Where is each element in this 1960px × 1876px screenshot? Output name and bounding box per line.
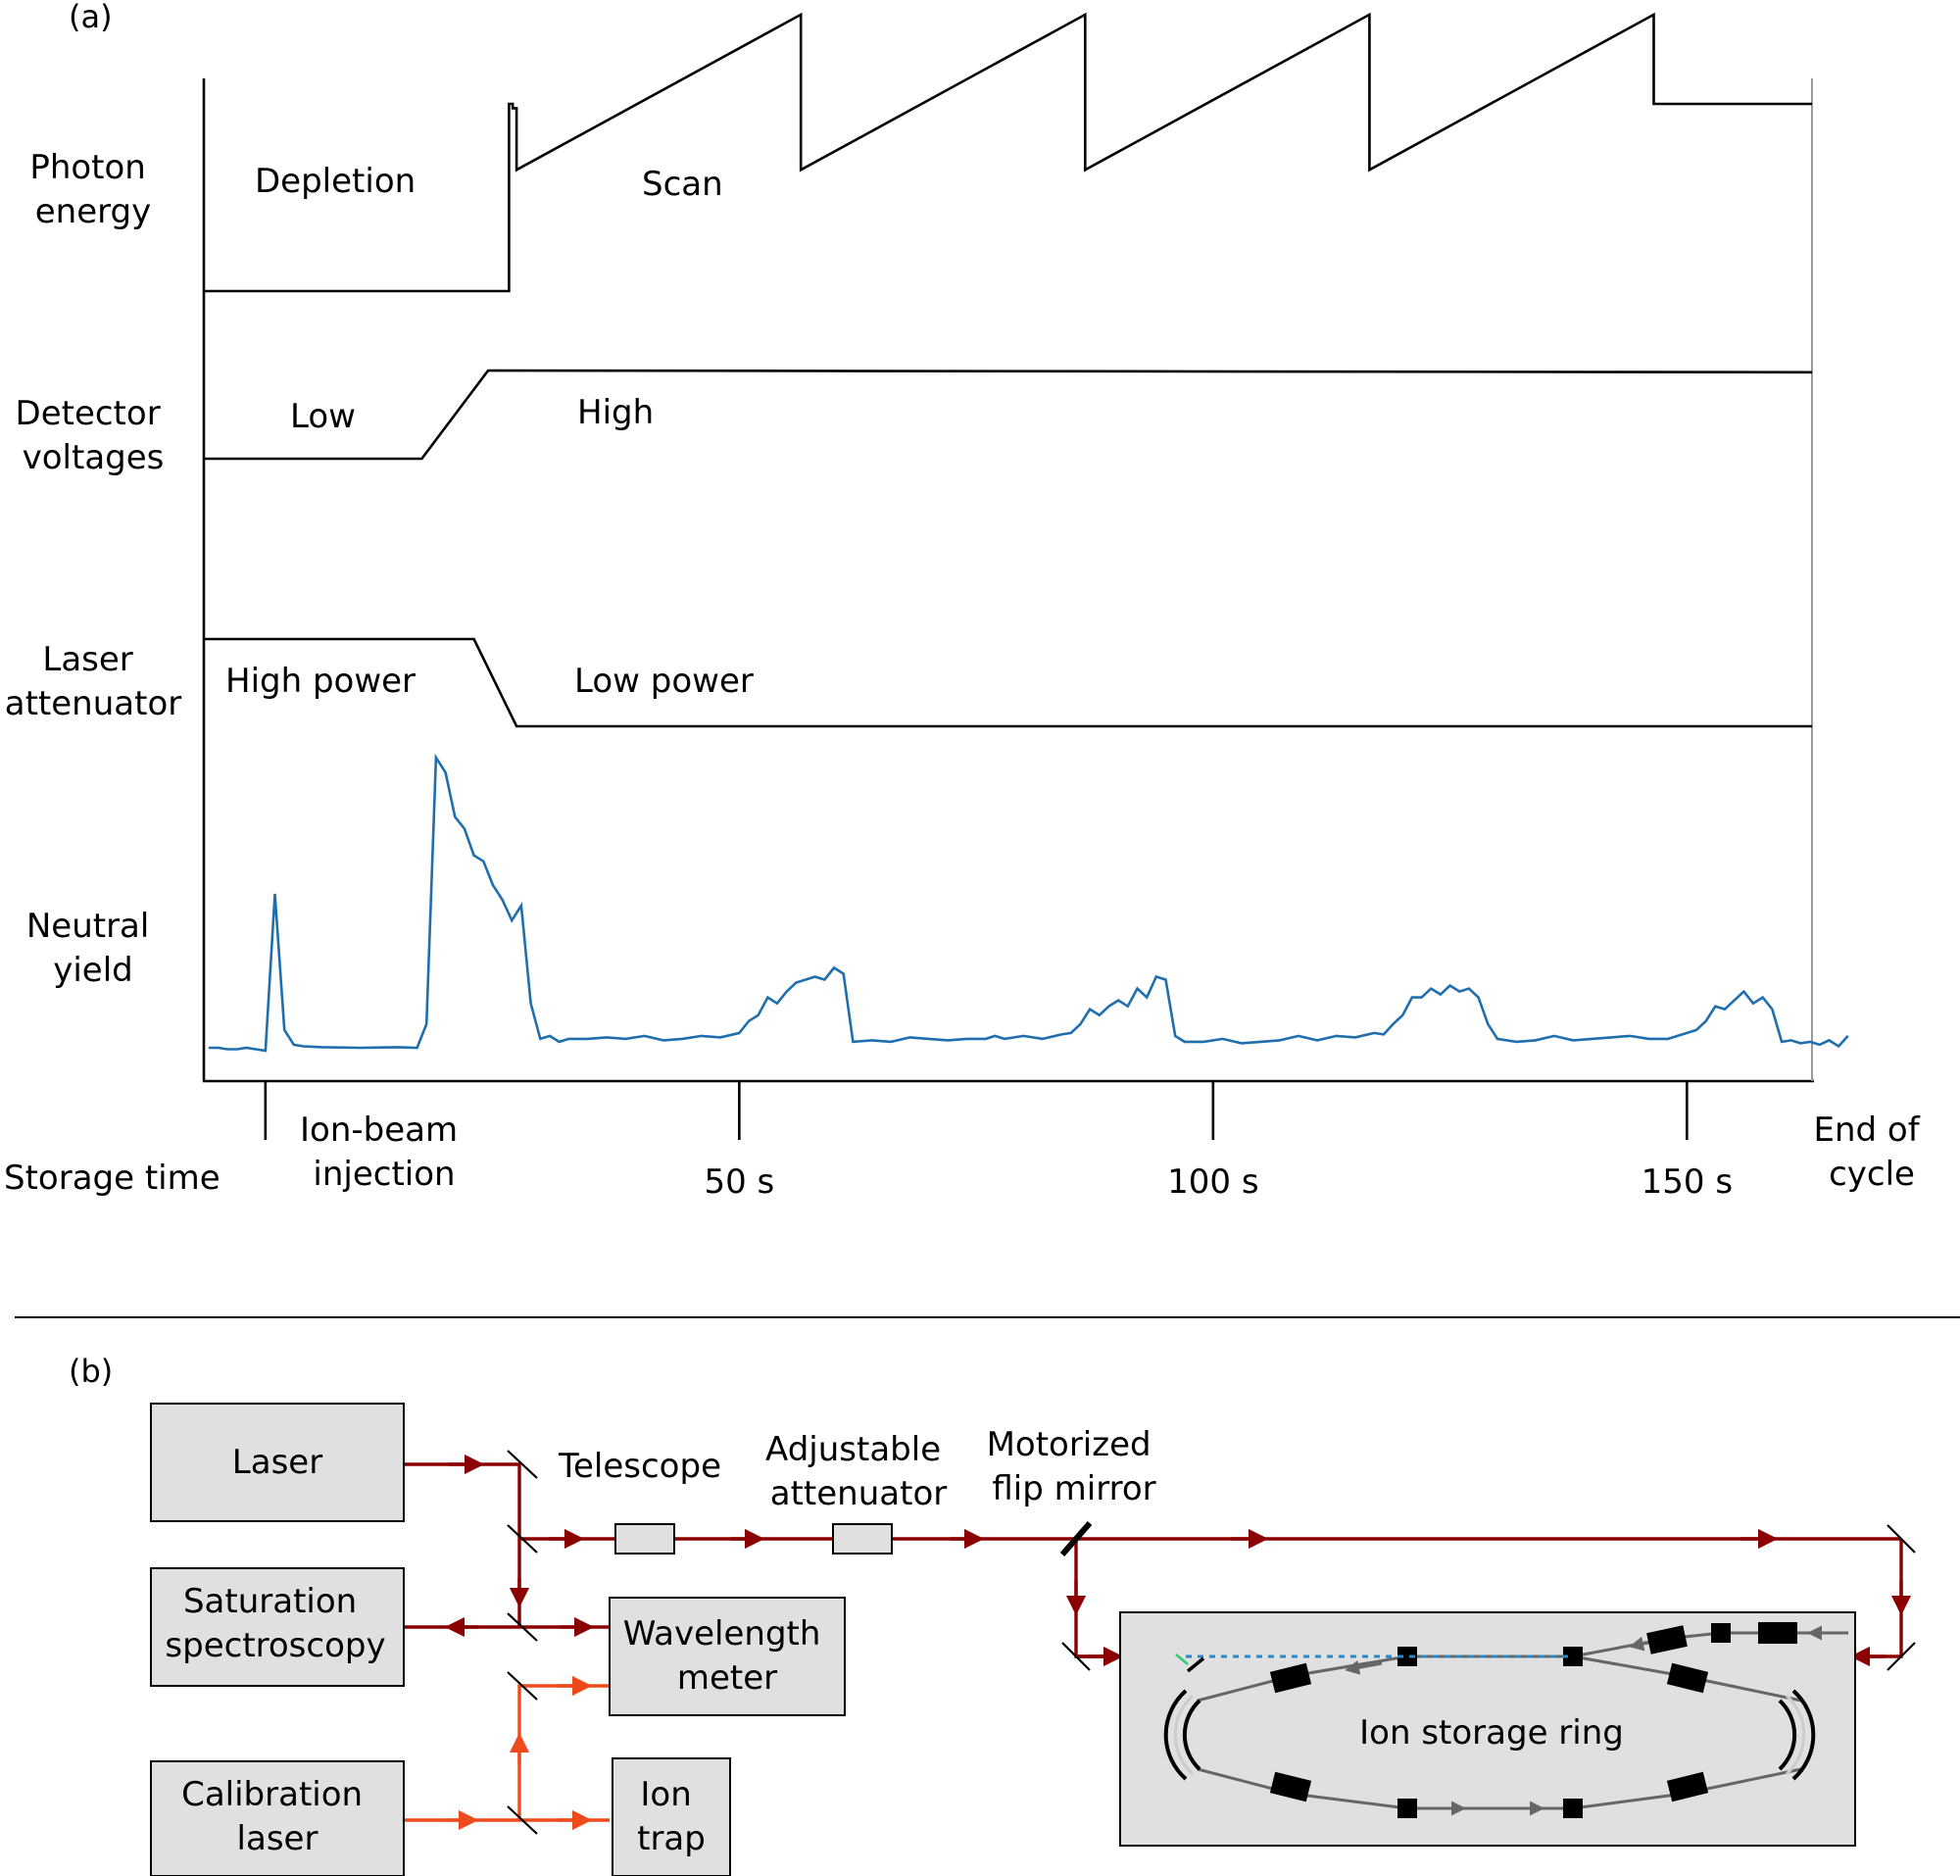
quad-top-left — [1269, 1662, 1312, 1694]
photon-energy-trace — [204, 12, 1812, 293]
mirror-left-bottom — [1061, 1642, 1091, 1671]
depletion-label: Depletion — [255, 162, 416, 201]
laser-attenuator-trace — [204, 637, 1812, 728]
detector-marker — [1175, 1654, 1189, 1665]
laser-beam-flip-drop — [1074, 1539, 1117, 1658]
neutral-yield-label: Neutral yield — [26, 907, 160, 990]
x-ticks: 50 s 100 s 150 s — [264, 1081, 1733, 1202]
quad-inject-1 — [1646, 1625, 1688, 1654]
panel-a-label: (a) — [69, 0, 113, 35]
splitter-calib — [507, 1805, 538, 1835]
low-power-label: Low power — [574, 662, 754, 701]
end-of-cycle-label: End of cycle — [1813, 1111, 1930, 1194]
svg-text:Laser: Laser — [232, 1443, 322, 1482]
high-label: High — [577, 393, 654, 432]
x-tick-label-1: 50 s — [704, 1162, 774, 1202]
splitter-2 — [507, 1612, 538, 1642]
svg-text:Wavelength meter: Wavelength meter — [623, 1614, 832, 1698]
low-label: Low — [290, 397, 356, 436]
ion-storage-ring: Ion storage ring — [1119, 1611, 1856, 1847]
saturation-spectroscopy-box: Saturation spectroscopy — [150, 1567, 405, 1687]
mirror-right-bottom — [1886, 1642, 1916, 1671]
left-bend-inner — [1182, 1699, 1201, 1771]
x-tick-label-3: 150 s — [1642, 1162, 1733, 1202]
left-bend-gap — [1173, 1694, 1195, 1776]
panel-a: (a) Photon energy Detector voltages Lase… — [4, 0, 1930, 1202]
laser-box: Laser — [150, 1403, 405, 1522]
flip-mirror-icon — [1059, 1521, 1093, 1556]
photon-energy-label: Photon energy — [29, 148, 156, 231]
calibration-laser-box: Calibration laser — [150, 1760, 405, 1876]
mirror-1 — [507, 1450, 538, 1479]
right-bend-inner — [1778, 1699, 1797, 1771]
panel-b: (b) — [69, 1353, 1916, 1876]
quad-bottom-right — [1666, 1771, 1709, 1802]
mirror-calib-1 — [507, 1671, 538, 1701]
quad-bottom-left — [1269, 1771, 1312, 1802]
steerer-2 — [1563, 1647, 1583, 1666]
flip-mirror-label: Motorized flip mirror — [987, 1425, 1162, 1508]
detector-voltages-label: Detector voltages — [16, 394, 172, 477]
calibration-beam-up — [517, 1684, 610, 1820]
svg-text:Ion trap: Ion trap — [637, 1775, 706, 1858]
svg-text:Saturation spectroscop: Saturation spectroscopy — [165, 1582, 385, 1665]
storage-time-label: Storage time — [4, 1159, 220, 1198]
right-bend-outer — [1791, 1689, 1816, 1781]
steerer-1 — [1397, 1647, 1417, 1666]
mirror-right-top — [1886, 1524, 1916, 1554]
quad-top-right — [1666, 1662, 1709, 1694]
ion-trap-box: Ion trap — [612, 1757, 731, 1876]
telescope-label: Telescope — [558, 1447, 721, 1486]
injection-label: Ion-beam injection — [300, 1111, 468, 1194]
exit-window — [1186, 1656, 1205, 1673]
neutral-yield-trace — [208, 753, 1849, 1053]
x-tick-label-2: 100 s — [1167, 1162, 1258, 1202]
right-bend-gap — [1785, 1694, 1806, 1776]
steerer-inject — [1711, 1623, 1731, 1643]
laser-beam-to-splitter — [404, 1462, 521, 1539]
telescope-element — [614, 1523, 675, 1555]
high-power-label: High power — [225, 662, 416, 701]
attenuator-element — [832, 1523, 893, 1555]
scan-label: Scan — [642, 165, 723, 204]
quad-inject-2 — [1758, 1622, 1797, 1644]
splitter-1 — [507, 1524, 538, 1554]
svg-text:Calibration laser: Calibration laser — [181, 1775, 373, 1858]
wavelength-meter-box: Wavelength meter — [609, 1597, 846, 1716]
laser-attenuator-label: Laser attenuator — [5, 640, 181, 723]
panel-b-label: (b) — [69, 1353, 113, 1390]
left-bend-outer — [1163, 1689, 1188, 1781]
ring-label: Ion storage ring — [1359, 1713, 1624, 1753]
steerer-3 — [1397, 1799, 1417, 1818]
attenuator-label: Adjustable attenuator — [765, 1430, 952, 1513]
steerer-4 — [1563, 1799, 1583, 1818]
detector-voltages-trace — [204, 369, 1813, 461]
